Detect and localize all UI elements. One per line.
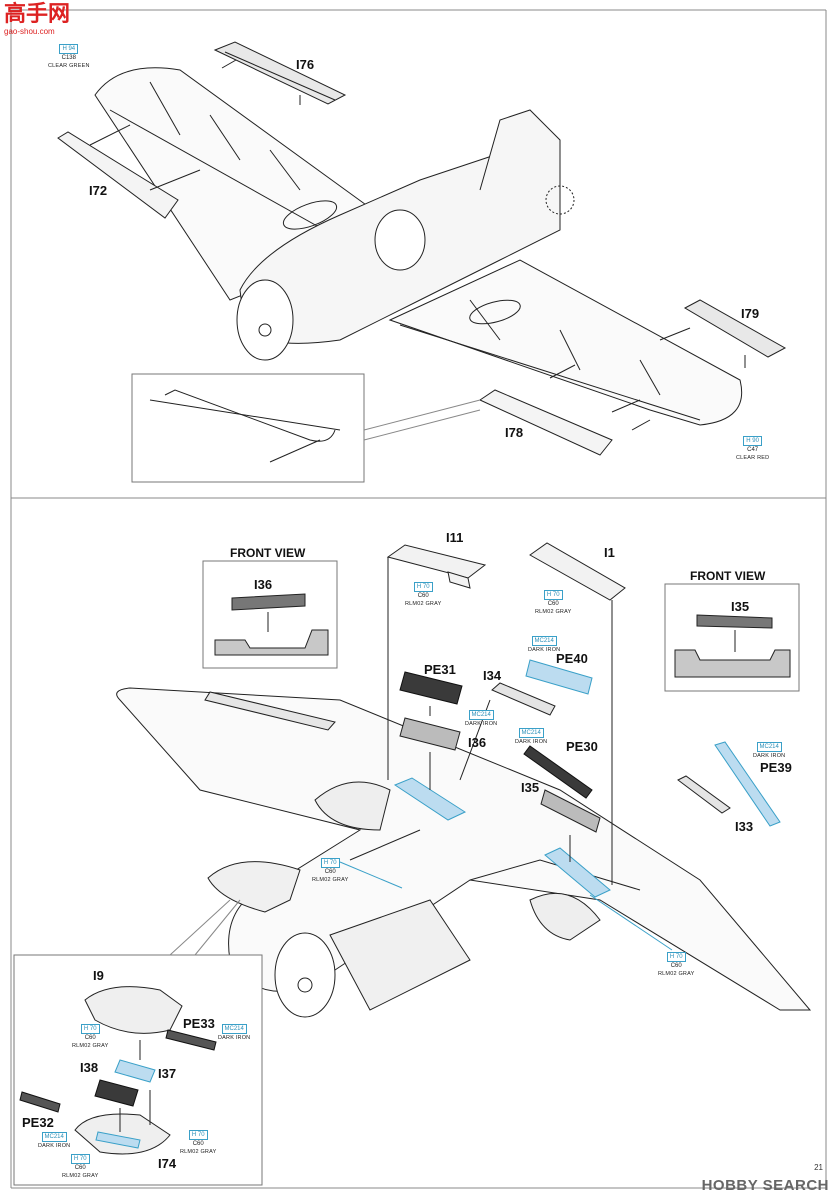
paint-callout-pe30: MC214 DARK IRON xyxy=(515,728,548,745)
part-i76-drawing xyxy=(213,41,347,105)
label-i37: I37 xyxy=(158,1066,177,1081)
label-i76: I76 xyxy=(296,57,315,72)
front-view-left-title: FRONT VIEW xyxy=(230,546,306,560)
label-front-i36: I36 xyxy=(254,577,273,592)
part-pe40-drawing xyxy=(525,659,593,695)
part-pe32-drawing xyxy=(19,1091,61,1113)
label-i9: I9 xyxy=(93,968,104,983)
brand-watermark: HOBBY SEARCH xyxy=(701,1177,829,1194)
paint-callout-pe32: MC214 DARK IRON xyxy=(38,1132,71,1149)
bottom-airframe xyxy=(116,687,812,1018)
label-i78: I78 xyxy=(505,425,524,440)
part-pe39-drawing xyxy=(714,741,781,827)
label-pe31: PE31 xyxy=(424,662,456,677)
label-i33: I33 xyxy=(735,819,754,834)
paint-callout-pe39: MC214 DARK IRON xyxy=(753,742,786,759)
paint-callout-pe31: MC214 DARK IRON xyxy=(465,710,498,727)
label-i35: I35 xyxy=(521,780,540,795)
part-i37-drawing xyxy=(114,1059,156,1083)
part-i78-drawing xyxy=(478,389,613,456)
label-pe39: PE39 xyxy=(760,760,792,775)
label-pe40: PE40 xyxy=(556,651,588,666)
part-i38-drawing xyxy=(94,1079,139,1107)
front-view-right-title: FRONT VIEW xyxy=(690,569,766,583)
paint-callout-pe40: MC214 DARK IRON xyxy=(528,636,561,653)
part-i79-drawing xyxy=(683,299,787,358)
label-i74: I74 xyxy=(158,1156,177,1171)
pe-slot-right xyxy=(544,847,611,898)
part-i35-drawing xyxy=(540,789,601,833)
label-i34: I34 xyxy=(483,668,502,683)
top-airframe xyxy=(94,67,743,426)
pe-slot-left xyxy=(393,777,467,821)
part-i33-drawing xyxy=(677,775,731,814)
cowl-panel-on-wing xyxy=(207,861,301,913)
paint-callout-i9: H 70 C60 RLM02 GRAY xyxy=(72,1024,109,1049)
label-i11: I11 xyxy=(446,530,464,545)
part-i1-drawing xyxy=(529,542,626,601)
part-i72-drawing xyxy=(57,131,179,219)
watermark-cn: 高手网 xyxy=(4,2,71,27)
watermark-url: gao-shou.com xyxy=(4,27,55,36)
label-i38: I38 xyxy=(80,1060,99,1075)
part-pe30-drawing xyxy=(523,745,593,799)
paint-callout-pe33: MC214 DARK IRON xyxy=(218,1024,251,1041)
part-i9-drawing xyxy=(84,986,183,1034)
paint-callout-i1: H 70 C60 RLM02 GRAY xyxy=(535,590,572,615)
label-i72: I72 xyxy=(89,183,108,198)
paint-callout-i74-right: H 70 C60 RLM02 GRAY xyxy=(180,1130,217,1155)
paint-callout-wing-left: H 70 C60 RLM02 GRAY xyxy=(312,858,349,883)
part-i34-drawing xyxy=(491,682,556,716)
label-i79: I79 xyxy=(741,306,760,321)
paint-callout-clear-red: H 90 C47 CLEAR RED xyxy=(736,436,770,461)
paint-callout-i11: H 70 C60 RLM02 GRAY xyxy=(405,582,442,607)
paint-callout-wing-right: H 70 C60 RLM02 GRAY xyxy=(658,952,695,977)
part-pe33-drawing xyxy=(165,1029,217,1051)
part-i74-drawing xyxy=(74,1113,171,1155)
paint-callout-clear-green: H 94 C138 CLEAR GREEN xyxy=(48,44,90,69)
label-i36: I36 xyxy=(468,735,487,750)
page-number: 21 xyxy=(814,1163,823,1172)
label-pe30: PE30 xyxy=(566,739,598,754)
label-front-i35: I35 xyxy=(731,599,750,614)
label-i1: I1 xyxy=(604,545,615,560)
part-i36-drawing xyxy=(399,717,461,751)
label-pe32: PE32 xyxy=(22,1115,54,1130)
part-pe31-drawing xyxy=(399,671,463,705)
part-i11-drawing xyxy=(386,544,487,589)
label-pe33: PE33 xyxy=(183,1016,215,1031)
paint-callout-i74-bottom: H 70 C60 RLM02 GRAY xyxy=(62,1154,99,1179)
